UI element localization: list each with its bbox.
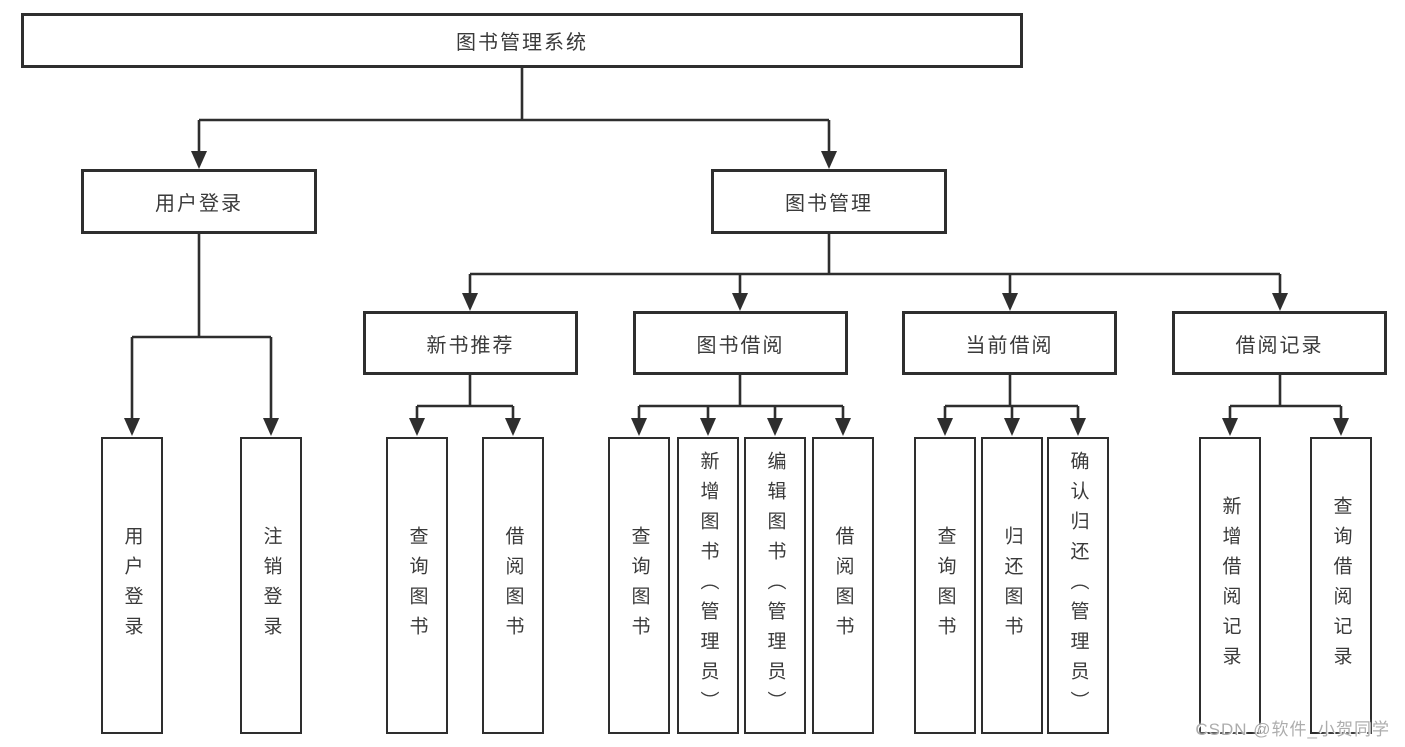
- leaf-query-borrowing-record: 查询借阅记录: [1310, 437, 1372, 734]
- leaf-query-books-current: 查询图书: [914, 437, 976, 734]
- connector-borrowing-records-to-leaves: [1222, 375, 1349, 436]
- connector-new-book-recommendation-to-leaves: [409, 375, 521, 436]
- leaf-add-books-admin: 新增图书（管理员）: [677, 437, 739, 734]
- node-current-borrowing: 当前借阅: [902, 311, 1117, 375]
- connector-user-login-to-leaves: [124, 234, 279, 436]
- connector-book-borrowing-to-leaves: [631, 375, 851, 436]
- leaf-return-books: 归还图书: [981, 437, 1043, 734]
- node-user-login: 用户登录: [81, 169, 317, 234]
- leaf-query-books-recommendation: 查询图书: [386, 437, 448, 734]
- connector-current-borrowing-to-leaves: [937, 375, 1086, 436]
- csdn-watermark: CSDN @软件_小贺同学: [1195, 720, 1390, 739]
- leaf-confirm-return-admin: 确认归还（管理员）: [1047, 437, 1109, 734]
- node-book-management: 图书管理: [711, 169, 947, 234]
- node-borrowing-records: 借阅记录: [1172, 311, 1387, 375]
- leaf-borrow-books-borrowing: 借阅图书: [812, 437, 874, 734]
- node-new-book-recommendation: 新书推荐: [363, 311, 578, 375]
- leaf-borrow-books-recommendation: 借阅图书: [482, 437, 544, 734]
- connector-book-management-to-level3: [462, 234, 1288, 311]
- leaf-user-login: 用户登录: [101, 437, 163, 734]
- connector-root-to-level2: [191, 68, 837, 169]
- node-library-management-system: 图书管理系统: [21, 13, 1023, 68]
- leaf-edit-books-admin: 编辑图书（管理员）: [744, 437, 806, 734]
- leaf-query-books-borrowing: 查询图书: [608, 437, 670, 734]
- leaf-add-borrowing-record: 新增借阅记录: [1199, 437, 1261, 734]
- leaf-logout: 注销登录: [240, 437, 302, 734]
- node-book-borrowing: 图书借阅: [633, 311, 848, 375]
